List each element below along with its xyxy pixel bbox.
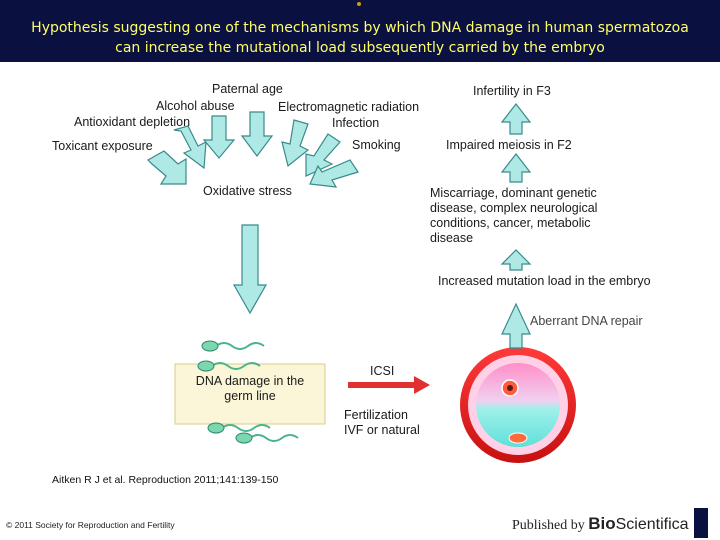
publisher-credit: Published by BioScientifica [512,514,689,534]
sperm-cells [211,342,299,442]
label-impaired-meiosis: Impaired meiosis in F2 [446,138,572,152]
publisher-prefix: Published by [512,518,585,533]
arrow-antioxidant [173,125,207,170]
publisher-bio: Bio [588,514,616,533]
arrow-alcohol [202,115,236,159]
label-aberrant-dna-repair: Aberrant DNA repair [530,314,643,328]
label-infection: Infection [332,116,380,130]
arrow-mutation-up [500,249,532,271]
slide-title: Hypothesis suggesting one of the mechani… [31,20,689,56]
arrow-embryo-up [501,302,531,349]
label-miscarriage-outcomes: Miscarriage, dominant genetic disease, c… [430,186,598,245]
label-dna-damage: DNA damage in the germ line [195,374,305,403]
icsi-arrow [348,376,430,394]
publisher-scientifica: Scientifica [615,516,689,533]
bullet-dot [357,2,361,6]
cause-arrows [147,111,359,188]
outcome-arrows [500,103,532,349]
arrow-toxicant [147,150,187,185]
label-alcohol-abuse: Alcohol abuse [156,99,235,113]
label-increased-mutation-load: Increased mutation load in the embryo [438,274,651,288]
arrow-electromagnetic [281,119,310,168]
label-toxicant-exposure: Toxicant exposure [52,139,153,153]
label-electromagnetic-radiation: Electromagnetic radiation [278,100,420,114]
label-antioxidant-depletion: Antioxidant depletion [74,115,191,129]
copyright: © 2011 Society for Reproduction and Fert… [6,520,175,530]
label-icsi: ICSI [370,364,395,378]
arrow-paternal [240,111,274,157]
label-oxidative-stress: Oxidative stress [203,184,292,198]
label-paternal-age: Paternal age [212,82,283,96]
sperm-heads [197,340,253,444]
label-smoking: Smoking [352,138,401,152]
label-fertilization: Fertilization IVF or natural [344,408,420,437]
label-infertility-f3: Infertility in F3 [473,84,551,98]
citation: Aitken R J et al. Reproduction 2011;141:… [52,474,279,486]
arrow-smoking [309,159,359,188]
publisher-bar [694,508,708,538]
arrow-oxidative-down [232,224,268,315]
arrow-miscarriage-up [500,153,532,183]
embryo-egg [460,347,576,463]
arrow-meiosis-up [500,103,532,135]
title-bar [0,0,720,62]
